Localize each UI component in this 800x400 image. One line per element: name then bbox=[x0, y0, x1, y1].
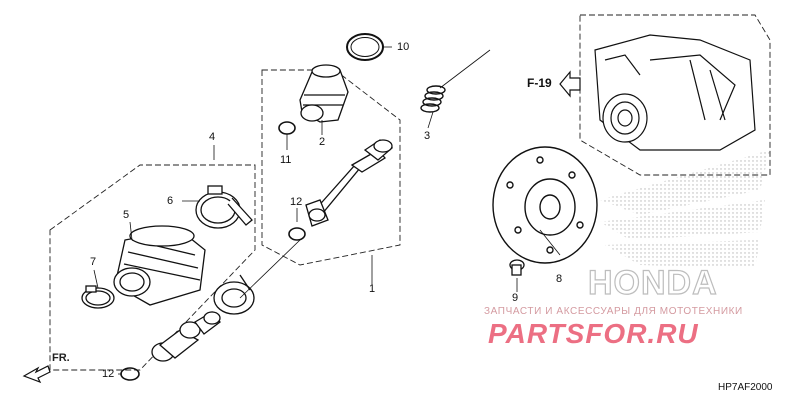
honda-logo-text: HONDA bbox=[588, 264, 718, 302]
universal-joint bbox=[151, 311, 221, 362]
callout-3: 3 bbox=[424, 130, 431, 142]
small-clamp bbox=[81, 285, 115, 309]
callout-4: 4 bbox=[209, 131, 216, 143]
gear-case-housing bbox=[594, 34, 756, 151]
front-direction-arrow bbox=[22, 365, 51, 384]
callout-10: 10 bbox=[397, 41, 410, 53]
bolt bbox=[509, 259, 525, 276]
callout-9: 9 bbox=[512, 292, 519, 304]
large-boot bbox=[113, 225, 206, 306]
spring bbox=[420, 85, 446, 113]
callout-8: 8 bbox=[556, 273, 563, 285]
small-ring bbox=[278, 121, 296, 135]
brake-disc bbox=[492, 146, 598, 264]
watermark-caption: ЗАПЧАСТИ И АКСЕССУАРЫ ДЛЯ МОТОТЕХНИКИ bbox=[484, 306, 743, 317]
callout-6: 6 bbox=[167, 195, 174, 207]
callout-5: 5 bbox=[123, 209, 130, 221]
group-box-housing bbox=[579, 14, 771, 176]
oil-seal bbox=[213, 274, 255, 315]
small-ring-upper bbox=[288, 227, 306, 241]
diagram-code: HP7AF2000 bbox=[718, 382, 773, 393]
callout-12-lower: 12 bbox=[102, 368, 115, 380]
callout-7: 7 bbox=[90, 256, 97, 268]
callout-11: 11 bbox=[280, 154, 292, 166]
group-box-joint bbox=[49, 164, 256, 371]
callout-12-upper: 12 bbox=[290, 196, 303, 208]
leader-lines bbox=[93, 46, 561, 375]
band-clamp bbox=[195, 185, 253, 229]
upper-boot bbox=[299, 64, 349, 123]
reference-label: F-19 bbox=[527, 76, 552, 90]
front-direction-label: FR. bbox=[52, 352, 70, 364]
drive-shaft bbox=[305, 139, 394, 227]
callout-2: 2 bbox=[319, 136, 326, 148]
honda-wing-logo bbox=[600, 150, 770, 268]
reference-arrow bbox=[559, 70, 581, 98]
callout-1: 1 bbox=[369, 283, 376, 295]
watermark-brand: PARTSFOR.RU bbox=[488, 318, 699, 349]
